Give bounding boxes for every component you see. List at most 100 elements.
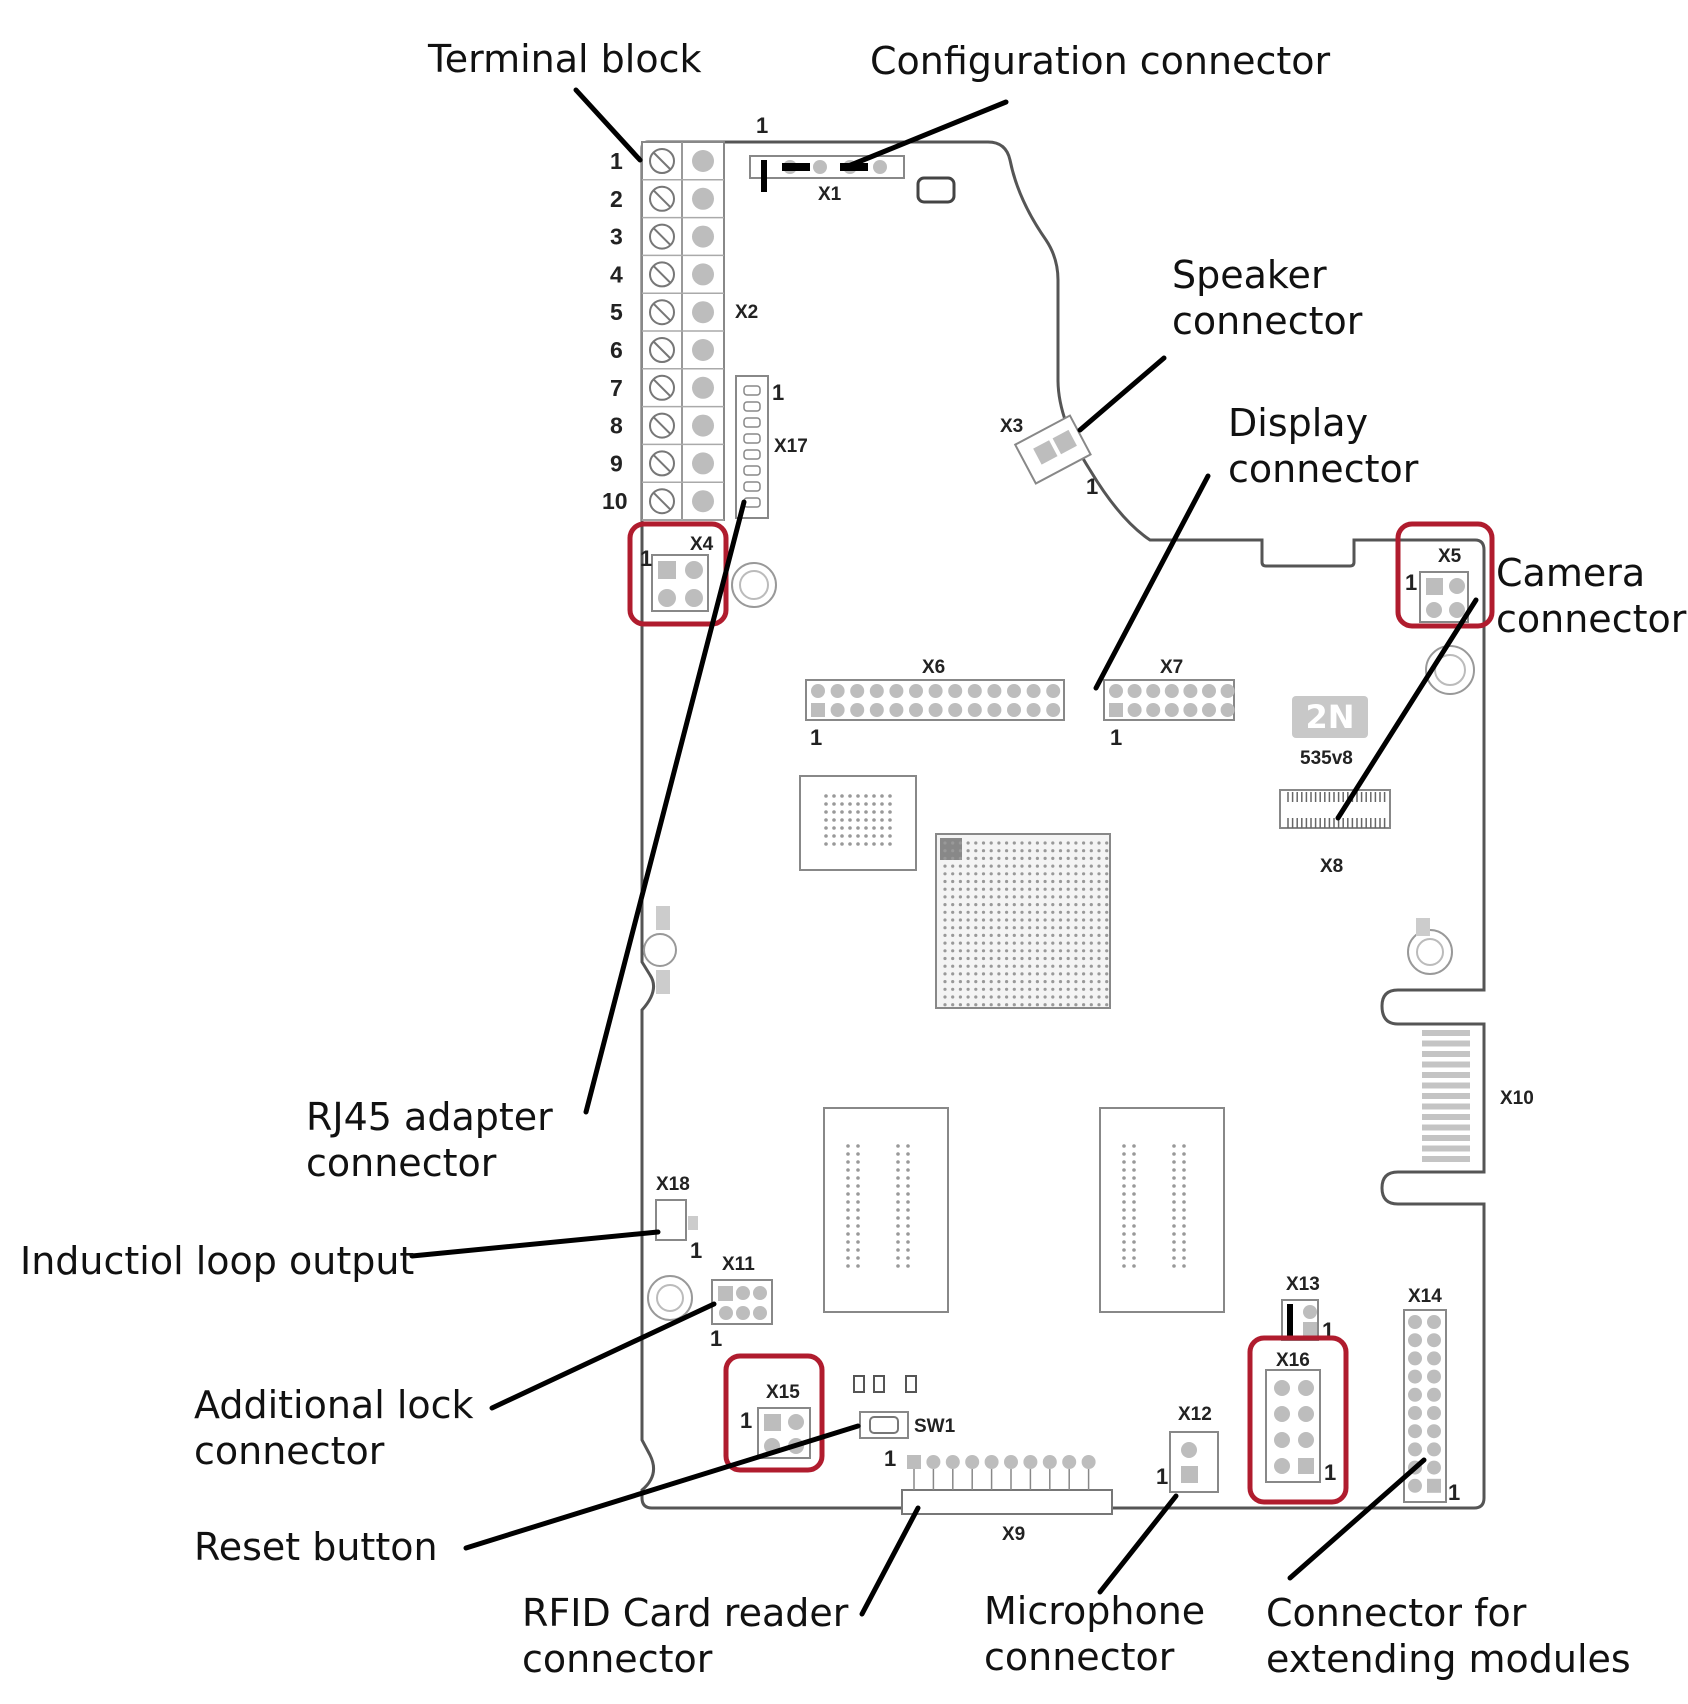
terminal-hole [692,187,714,210]
pad [1427,1460,1441,1475]
pin1-x18: 1 [690,1238,702,1263]
pad [1183,684,1198,698]
pad [1042,1455,1057,1469]
pin1-x9: 1 [884,1446,896,1471]
connector-x7 [1103,679,1235,721]
status-leds [853,1375,917,1393]
terminal-number: 4 [610,261,623,287]
pad [1007,703,1021,717]
terminal-hole [692,339,714,361]
pad [1408,1369,1422,1384]
terminal-number: 6 [610,337,623,363]
pad [813,160,827,174]
pad [850,684,865,698]
pad [965,1455,980,1469]
label-x1: X1 [818,184,842,205]
label-x12: X12 [1178,1404,1212,1425]
pin1-x14: 1 [1448,1480,1460,1505]
pad [1408,1315,1422,1329]
pad [967,703,982,717]
pad [1004,1455,1018,1469]
terminal-hole [692,376,714,399]
terminal-number: 1 [610,148,623,174]
pad [1408,1406,1422,1420]
pad [1427,1315,1441,1329]
pin1-x6: 1 [810,725,822,750]
terminal-block-x2 [641,141,725,521]
label-camera-connector-line1: Camera [1496,551,1645,595]
memory-chip-left [823,1107,949,1313]
pad [1408,1333,1422,1348]
pad [1298,1380,1314,1396]
label-x8: X8 [1320,856,1343,877]
label-speaker-connector-line2: connector [1172,299,1363,343]
connector-x11 [711,1279,773,1325]
pad [1408,1424,1422,1439]
pin [743,401,761,412]
pad [811,703,825,717]
label-x15: X15 [766,1382,800,1403]
reset-switch-sw1 [859,1411,909,1439]
pad [1220,703,1235,717]
pad [1127,703,1142,717]
contact [1422,1145,1470,1152]
label-x2: X2 [735,302,758,323]
label-sw1: SW1 [914,1416,956,1437]
contact [1422,1156,1470,1162]
label-x7: X7 [1160,657,1183,678]
connector-x15 [757,1407,811,1459]
terminal-hole [692,452,714,475]
connector-x8 [1279,789,1391,829]
contact [1422,1093,1470,1099]
label-rfid-reader-line1: RFID Card reader [522,1591,849,1635]
pad [1023,1455,1038,1469]
pad [984,1455,999,1469]
label-rj45-adapter-line2: connector [306,1141,497,1185]
connector-x6 [805,679,1065,721]
label-reset-button: Reset button [194,1525,438,1569]
pad [869,703,884,717]
pad [1274,1380,1290,1396]
memory-chip-right [1099,1107,1225,1313]
label-x10: X10 [1500,1088,1534,1109]
pad [1127,684,1142,698]
pin1-x7: 1 [1110,725,1122,750]
connector-x3 [1013,414,1092,485]
contact [1422,1135,1470,1141]
pad [987,684,1002,698]
contact [1422,1072,1470,1078]
highlight-x15 [723,1353,825,1473]
pad [1408,1387,1422,1402]
label-extending-modules-line1: Connector for [1266,1591,1527,1635]
pin1-x5: 1 [1405,570,1417,595]
pad [850,703,865,717]
label-x11: X11 [722,1254,755,1275]
connector-x10 [1422,1030,1470,1162]
pad [889,684,904,698]
label-x9: X9 [1002,1524,1025,1545]
terminal-number: 2 [610,186,623,212]
pin1-x4: 1 [640,546,652,571]
label-x5: X5 [1438,546,1462,567]
board-model: 535v8 [1300,748,1353,769]
label-camera-connector-line2: connector [1496,597,1687,641]
label-configuration-connector: Configuration connector [870,39,1331,83]
pin1-x12: 1 [1156,1464,1168,1489]
connector-x18 [655,1199,698,1241]
pad [889,703,904,717]
connector-x17 [735,375,769,519]
pad [1427,1478,1441,1493]
pin1-x1: 1 [756,113,768,138]
pin [743,481,761,492]
pad [1164,703,1179,717]
pad [1427,1333,1441,1348]
label-display-connector-line2: connector [1228,447,1419,491]
label-microphone-line2: connector [984,1635,1175,1679]
terminal-hole [692,490,714,513]
pad [948,703,963,717]
contact [1422,1082,1470,1089]
pad [945,1455,960,1469]
pad [1081,1455,1096,1469]
